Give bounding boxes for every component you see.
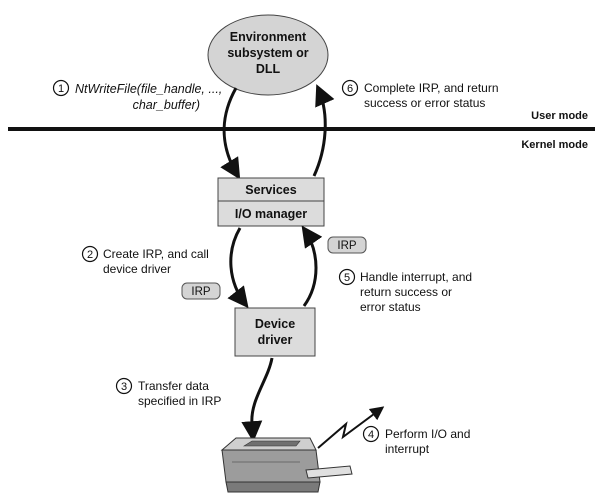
step-1-number: 1: [58, 83, 64, 95]
env-node-line2: subsystem or: [227, 46, 308, 60]
arrow-handle-interrupt: [301, 225, 323, 307]
arrow-interrupt: [317, 406, 385, 449]
step-1-line2: char_buffer): [133, 98, 200, 112]
printer-icon: [220, 437, 353, 493]
io-manager-box: Services I/O manager: [217, 177, 325, 227]
step-5: 5 Handle interrupt, and return success o…: [338, 268, 472, 314]
irp-tag-up-label: IRP: [337, 240, 357, 252]
env-node-line1: Environment: [230, 30, 307, 44]
step-1: 1 NtWriteFile(file_handle, ..., char_buf…: [52, 79, 222, 112]
services-label: Services: [245, 183, 296, 197]
step-5-line1: Handle interrupt, and: [360, 270, 472, 284]
step-6-line2: success or error status: [364, 96, 485, 110]
step-4-number: 4: [368, 429, 374, 441]
arrow-complete-irp: [312, 84, 335, 177]
step-6: 6 Complete IRP, and return success or er…: [341, 79, 499, 110]
env-node-line3: DLL: [256, 62, 281, 76]
environment-subsystem-node: Environment subsystem or DLL: [207, 14, 329, 96]
arrow-nt-write-file: [220, 87, 241, 180]
kernel-mode-label: Kernel mode: [521, 139, 588, 151]
step-4: 4 Perform I/O and interrupt: [362, 425, 470, 456]
irp-tag-down: IRP: [181, 282, 221, 300]
arrow-create-irp: [227, 227, 249, 309]
io-manager-label: I/O manager: [235, 207, 307, 221]
step-6-number: 6: [347, 83, 353, 95]
step-2-line1: Create IRP, and call: [103, 247, 209, 261]
step-2: 2 Create IRP, and call device driver: [81, 245, 209, 276]
driver-line1: Device: [255, 317, 295, 331]
step-5-number: 5: [344, 272, 350, 284]
step-3-line1: Transfer data: [138, 379, 209, 393]
step-3-line2: specified in IRP: [138, 394, 221, 408]
device-driver-box: Device driver: [234, 307, 316, 357]
step-2-number: 2: [87, 249, 93, 261]
irp-tag-up: IRP: [327, 236, 367, 254]
step-4-line1: Perform I/O and: [385, 427, 470, 441]
step-3-number: 3: [121, 381, 127, 393]
step-1-line1: NtWriteFile(file_handle, ...,: [75, 82, 222, 96]
step-5-line3: error status: [360, 300, 421, 314]
step-2-line2: device driver: [103, 262, 171, 276]
step-6-line1: Complete IRP, and return: [364, 81, 499, 95]
driver-line2: driver: [258, 333, 293, 347]
step-5-line2: return success or: [360, 285, 452, 299]
step-4-line2: interrupt: [385, 442, 430, 456]
step-3: 3 Transfer data specified in IRP: [115, 377, 221, 408]
irp-tag-down-label: IRP: [191, 286, 211, 298]
arrow-transfer-data: [241, 357, 274, 443]
user-mode-label: User mode: [531, 110, 588, 122]
